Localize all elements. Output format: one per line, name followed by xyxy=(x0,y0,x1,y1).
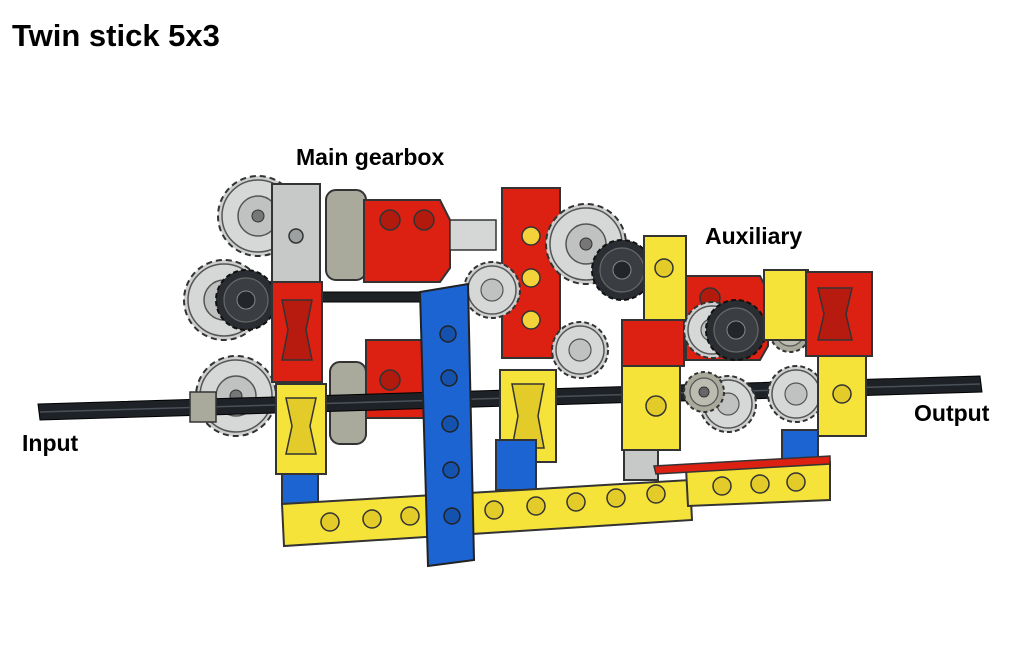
input-label: Input xyxy=(22,430,79,456)
base-beams xyxy=(280,455,831,548)
input-gear xyxy=(189,269,277,423)
left-upright xyxy=(271,281,327,505)
middle-yellow-block xyxy=(495,369,557,491)
base-beam-holes xyxy=(320,472,806,532)
main-gearbox-label: Main gearbox xyxy=(296,144,445,170)
aux-left-blocks xyxy=(621,235,687,481)
aux-right-upright xyxy=(763,269,873,483)
light-gray-beam xyxy=(271,183,321,283)
auxiliary-label: Auxiliary xyxy=(705,223,803,249)
diagram-title: Twin stick 5x3 xyxy=(12,18,220,53)
front-blue-beam xyxy=(418,282,476,568)
output-label: Output xyxy=(914,400,990,426)
